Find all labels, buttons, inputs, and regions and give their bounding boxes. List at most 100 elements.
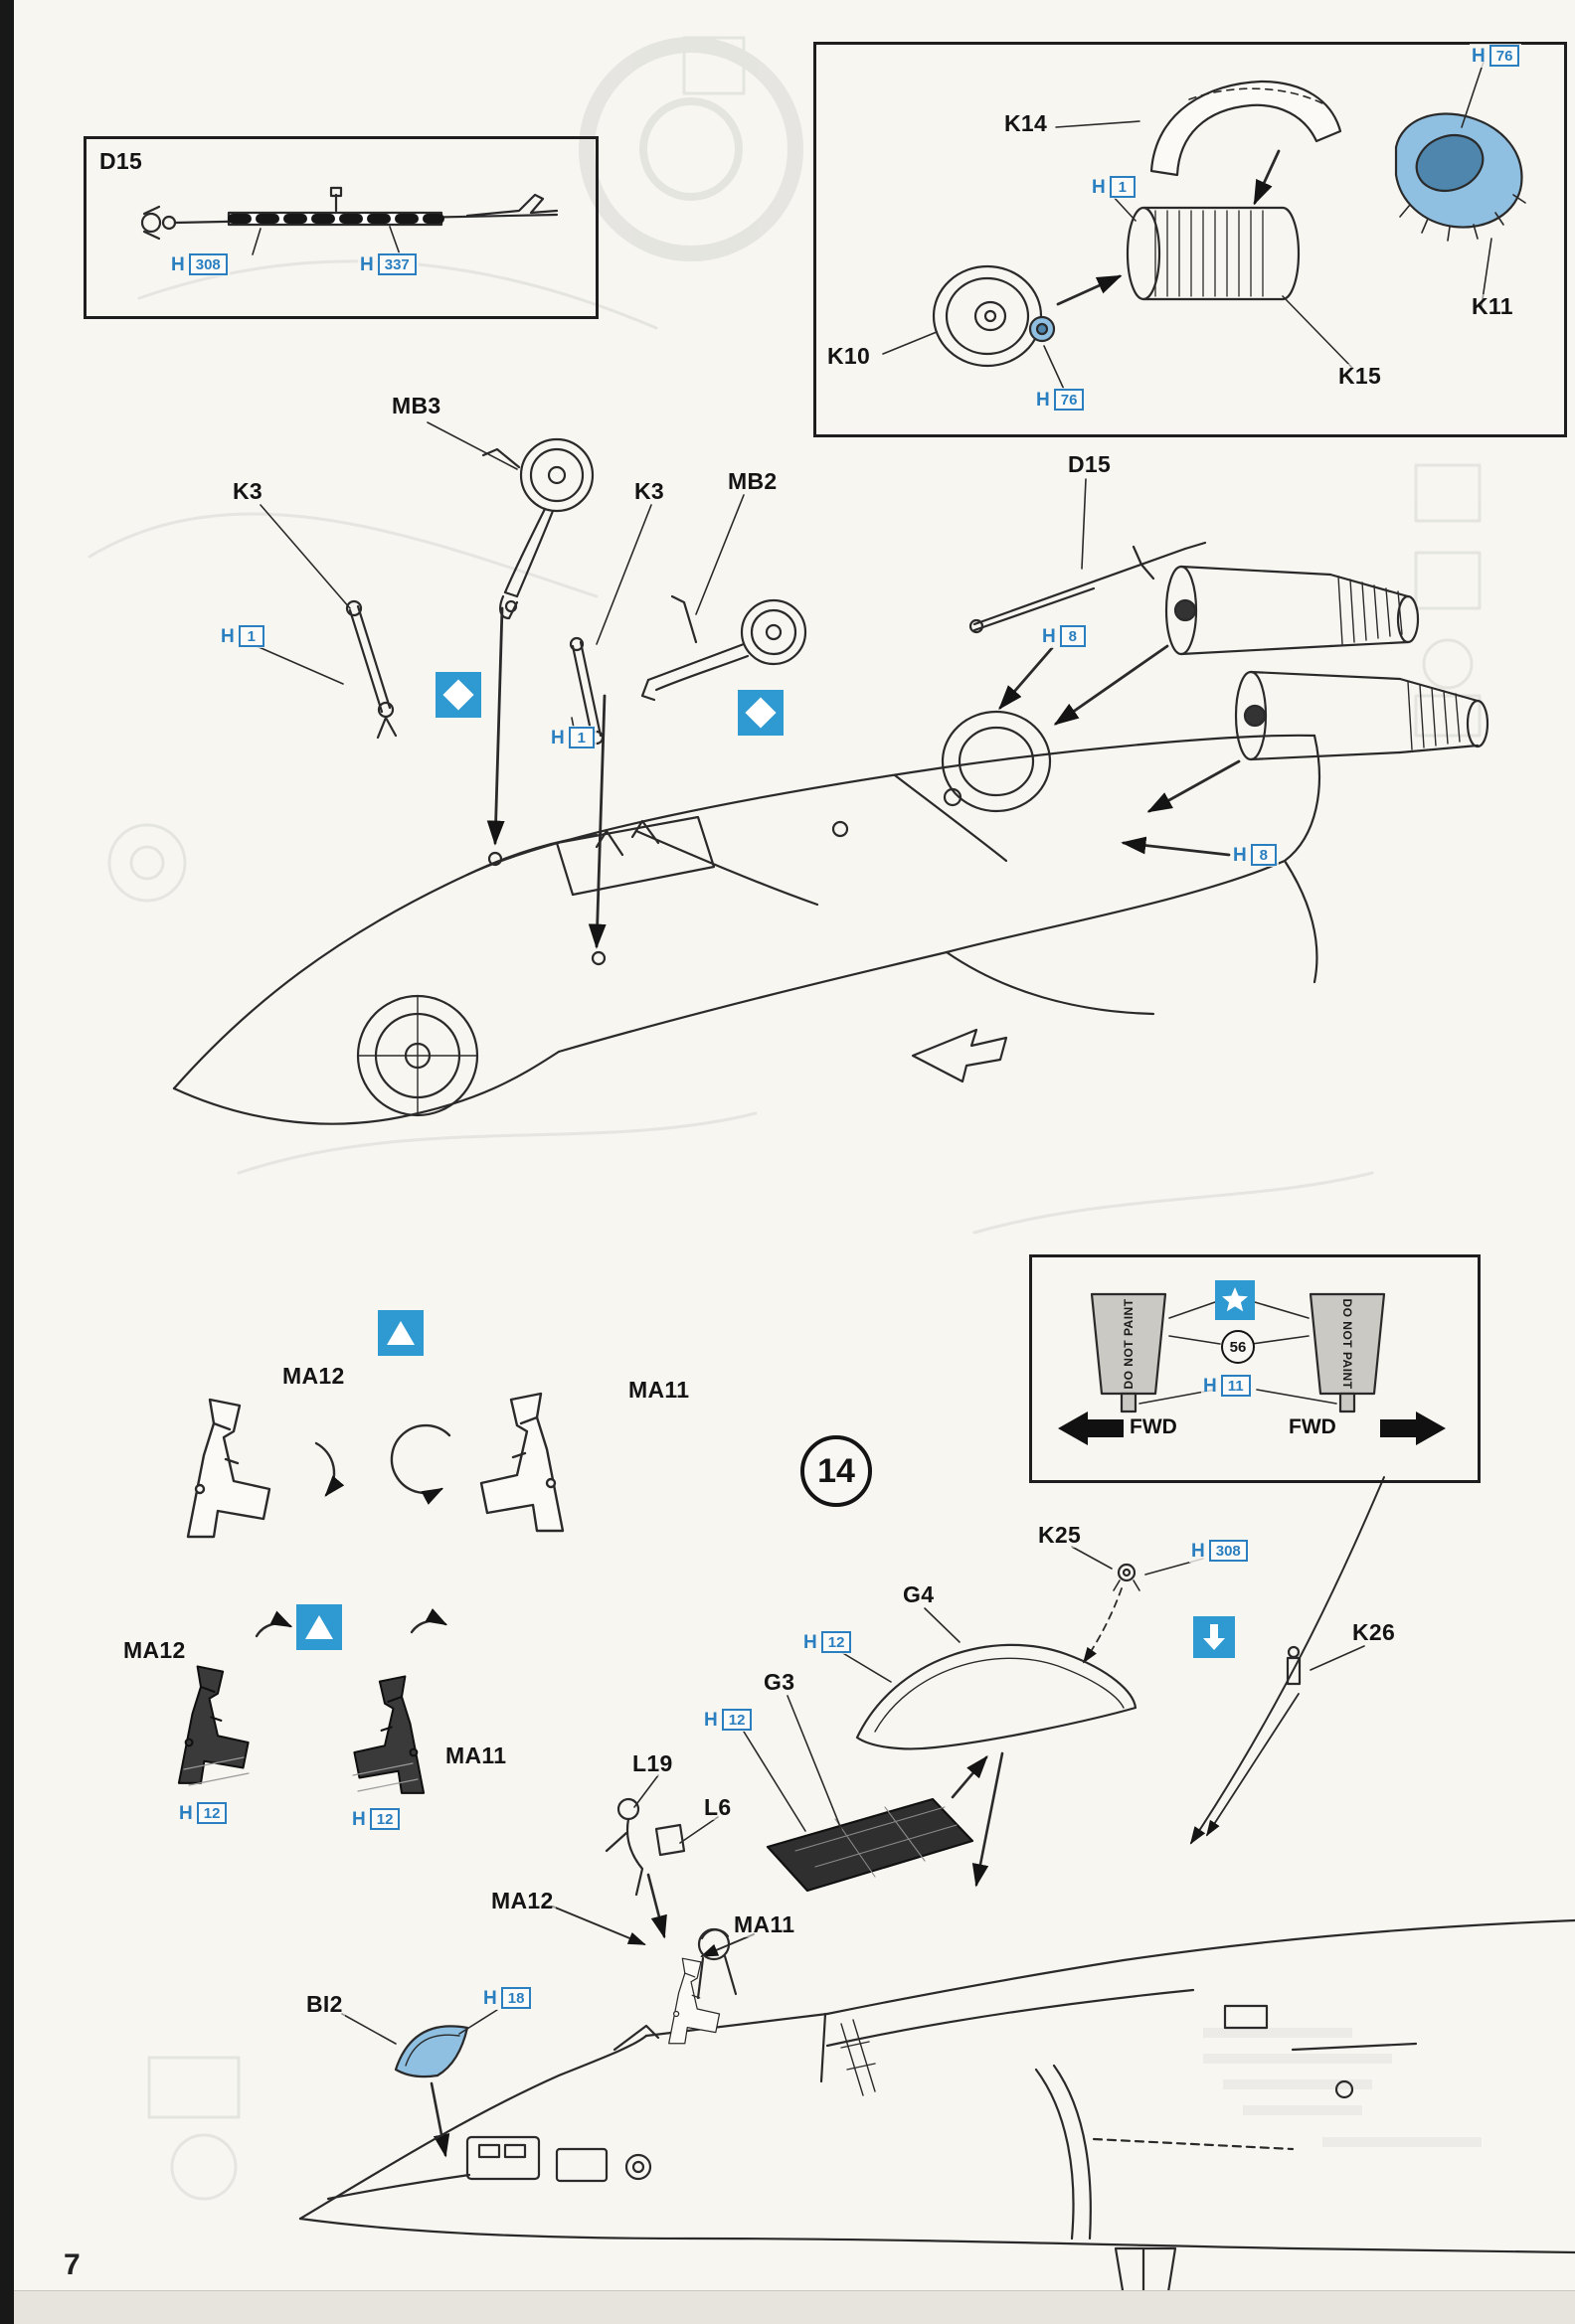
part-label-d15-inset: D15 — [97, 148, 145, 174]
paint-callout-h18: H 18 — [481, 1986, 534, 2010]
part-label-ma12-bottom: MA12 — [121, 1637, 188, 1663]
paint-callout-h12-seat-left: H 12 — [177, 1801, 230, 1825]
callout-prefix: H — [1042, 625, 1056, 647]
paint-callout-h76-top: H 76 — [1470, 44, 1522, 68]
inset-box-d15 — [84, 136, 599, 319]
scan-edge-bottom — [0, 2290, 1575, 2324]
callout-number: 1 — [1109, 176, 1136, 198]
part-label-mb2: MB2 — [726, 468, 780, 494]
callout-number: 76 — [1053, 389, 1085, 411]
do-not-paint-label-left: DO NOT PAINT — [1122, 1298, 1136, 1390]
page-number: 7 — [64, 2248, 81, 2281]
callout-prefix: H — [1233, 844, 1247, 866]
part-d15-rod-inset — [140, 186, 559, 255]
scan-edge-left — [0, 0, 14, 2324]
fwd-label-left: FWD — [1130, 1415, 1177, 1438]
callout-number: 18 — [500, 1987, 532, 2009]
part-label-bi2: BI2 — [304, 1991, 345, 2017]
paint-callout-h1-engine: H 1 — [1090, 175, 1138, 199]
paint-callout-h11: H 11 — [1201, 1374, 1253, 1398]
paint-callout-h1-left: H 1 — [219, 624, 266, 648]
canopy-parts — [341, 1546, 1365, 2158]
callout-number: 12 — [820, 1631, 852, 1653]
paint-callout-h76-bottom: H 76 — [1034, 388, 1087, 412]
callout-prefix: H — [1036, 389, 1050, 411]
fwd-box-parts — [1058, 1292, 1446, 1845]
callout-prefix: H — [352, 1808, 366, 1830]
callout-prefix: H — [704, 1709, 718, 1731]
decal-number-badge: 56 — [1221, 1330, 1255, 1364]
callout-number: 8 — [1250, 844, 1277, 866]
mid-fuselage-drawing — [172, 710, 1320, 1125]
callout-number: 337 — [377, 253, 417, 275]
star-symbol — [1215, 1280, 1255, 1320]
rotation-arrows — [255, 1423, 451, 1638]
part-label-k25: K25 — [1036, 1522, 1084, 1548]
paint-callout-h308-k25: H 308 — [1189, 1539, 1250, 1563]
engine-parts — [882, 61, 1526, 395]
part-label-k10: K10 — [825, 343, 873, 369]
callout-prefix: H — [483, 1987, 497, 2009]
part-label-k3-right: K3 — [632, 478, 667, 504]
paint-triangle-symbol-1 — [378, 1310, 424, 1356]
fwd-orientation-box — [1029, 1254, 1481, 1483]
part-label-g4: G4 — [901, 1581, 937, 1607]
callout-number: 308 — [1208, 1540, 1248, 1562]
paint-callout-h308-inset: H 308 — [169, 252, 230, 276]
callout-number: 12 — [196, 1802, 228, 1824]
paint-callout-h337-inset: H 337 — [358, 252, 419, 276]
part-label-ma12-cockpit: MA12 — [489, 1888, 556, 1913]
callout-prefix: H — [1203, 1375, 1217, 1397]
callout-number: 11 — [1220, 1375, 1251, 1397]
seat-hatching — [183, 1756, 419, 1792]
adhesive-arrow-symbol — [1193, 1616, 1235, 1658]
callout-number: 76 — [1488, 45, 1520, 67]
callout-prefix: H — [803, 1631, 817, 1653]
part-label-k14: K14 — [1002, 110, 1050, 136]
part-label-k15: K15 — [1336, 363, 1384, 389]
callout-prefix: H — [171, 253, 185, 275]
part-label-k11: K11 — [1470, 293, 1515, 319]
assembly-arrows — [486, 606, 1241, 949]
callout-number: 12 — [369, 1808, 401, 1830]
part-label-k26: K26 — [1350, 1619, 1398, 1645]
part-label-mb3: MB3 — [390, 393, 443, 418]
callout-prefix: H — [1191, 1540, 1205, 1562]
down-arrow-icon — [1203, 1624, 1225, 1650]
landing-gear-parts — [345, 437, 1207, 746]
callout-number: 8 — [1059, 625, 1086, 647]
part-label-l19: L19 — [630, 1750, 675, 1776]
paint-callout-h12-seat-right: H 12 — [350, 1807, 403, 1831]
paint-diamond-symbol-1 — [436, 672, 481, 718]
engine-nacelles — [1164, 565, 1489, 761]
part-label-k3-left: K3 — [231, 478, 265, 504]
star-icon — [1222, 1287, 1248, 1312]
part-label-d15-mid: D15 — [1066, 451, 1114, 477]
callout-prefix: H — [1092, 176, 1106, 198]
paint-callout-h12-g3: H 12 — [702, 1708, 755, 1732]
fwd-label-right: FWD — [1289, 1415, 1336, 1438]
paint-triangle-symbol-2 — [296, 1604, 342, 1650]
ejection-seats-bottom-dark — [177, 1665, 426, 1794]
callout-prefix: H — [179, 1802, 193, 1824]
paint-callout-h8-right: H 8 — [1231, 843, 1279, 867]
part-label-ma12-top: MA12 — [280, 1363, 347, 1389]
leader-lines — [256, 421, 1087, 745]
ejection-seats-top — [186, 1392, 565, 1539]
callout-prefix: H — [1472, 45, 1486, 67]
paint-callout-h12-g4: H 12 — [801, 1630, 854, 1654]
paint-diamond-symbol-2 — [738, 690, 784, 736]
paint-callout-h1-mid: H 1 — [549, 726, 597, 749]
callout-number: 308 — [188, 253, 228, 275]
part-label-g3: G3 — [762, 1669, 797, 1695]
do-not-paint-label-right: DO NOT PAINT — [1340, 1298, 1354, 1390]
callout-number: 1 — [238, 625, 264, 647]
bottom-fuselage-drawing — [298, 1918, 1575, 2300]
callout-number: 12 — [721, 1709, 753, 1731]
callout-prefix: H — [551, 727, 565, 748]
step-number-badge: 14 — [800, 1435, 872, 1507]
callout-prefix: H — [221, 625, 235, 647]
part-label-ma11-cockpit: MA11 — [732, 1911, 797, 1937]
